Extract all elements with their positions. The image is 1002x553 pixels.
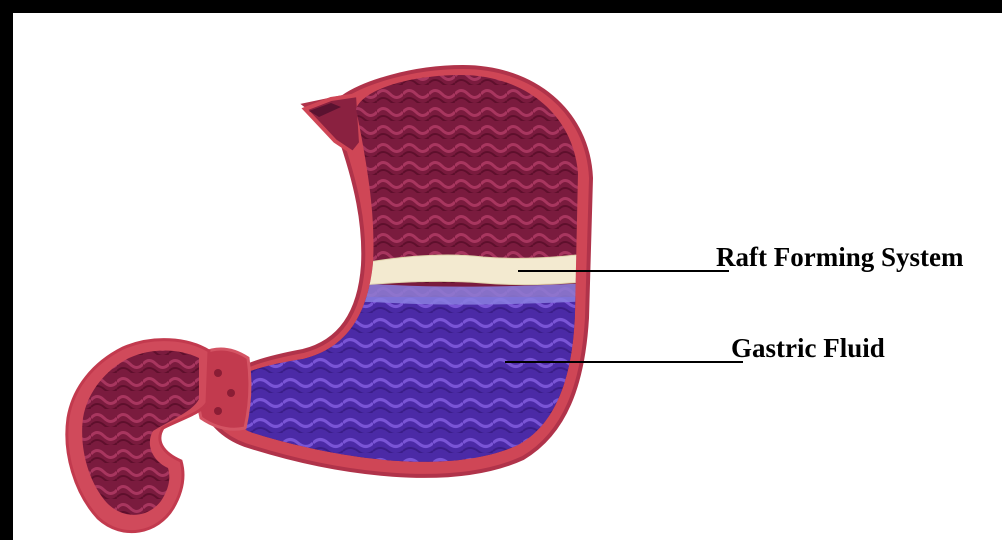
stomach-illustration — [13, 13, 1002, 553]
raft-layer — [363, 253, 593, 285]
gastric-fluid-label: Gastric Fluid — [731, 335, 885, 362]
esophagus — [305, 95, 361, 153]
raft-forming-system-label: Raft Forming System — [716, 244, 963, 271]
